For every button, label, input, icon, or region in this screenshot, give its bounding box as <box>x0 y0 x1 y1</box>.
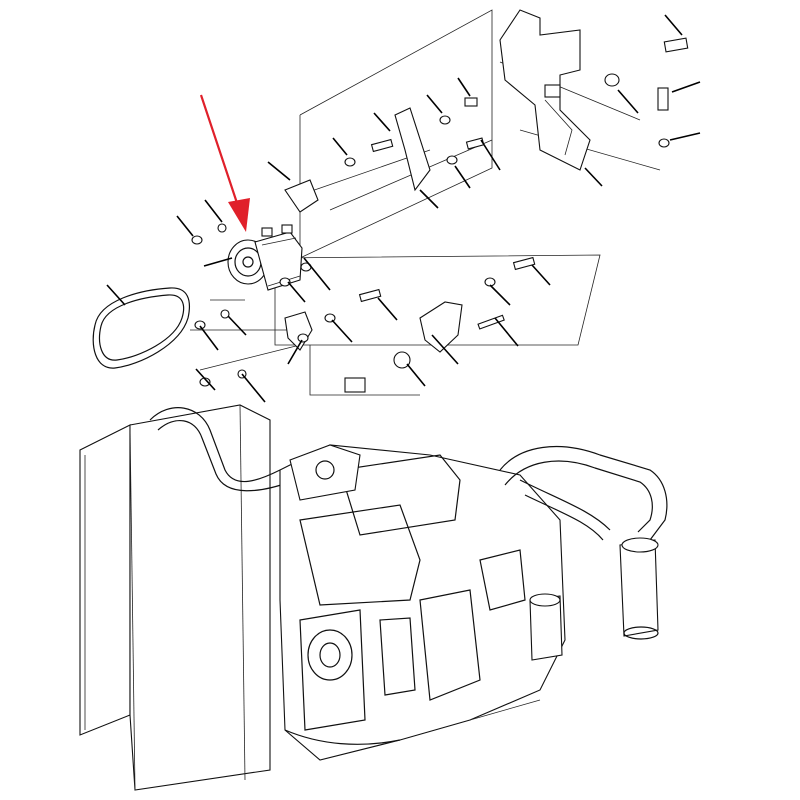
engine-assembly <box>79 404 668 791</box>
upper-bracket <box>284 9 591 213</box>
leader-lines <box>106 14 701 403</box>
drive-belt <box>92 287 191 369</box>
lower-brackets <box>284 301 463 393</box>
compressor <box>227 224 303 291</box>
fasteners <box>191 37 689 387</box>
highlight-arrow <box>199 94 250 232</box>
assembly-frame-lines <box>190 9 661 396</box>
